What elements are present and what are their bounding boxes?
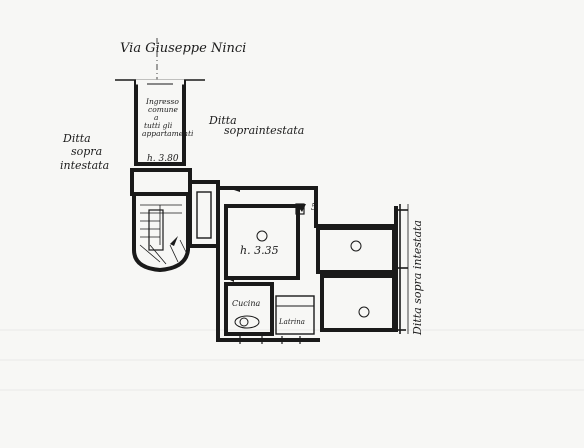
landing [188, 180, 220, 248]
property-boundary [396, 204, 409, 334]
kitchen-label: Cucina [232, 299, 260, 308]
entrance-corridor [134, 79, 186, 166]
door-marks [226, 186, 306, 282]
entrance-label: Ingresso comune a tutti gli appartamenti [142, 97, 194, 138]
entrance-height-label: h. 3.80 [147, 154, 179, 164]
owner-left-label: Ditta sopra intestata [60, 132, 109, 172]
stair-block [130, 168, 192, 273]
apartment-walls [216, 186, 398, 342]
window-ticks [239, 336, 301, 344]
closet-label: Latrina [278, 318, 305, 326]
owner-top-label: Ditta sopraintestata [208, 114, 304, 137]
room-height-label: h. 3.35 [240, 244, 279, 257]
street-label: Via Giuseppe Ninci [120, 41, 246, 56]
paper-texture [0, 329, 584, 391]
owner-right-label: Ditta sopra intestata [411, 220, 424, 336]
sill-mark: 5 [311, 203, 317, 213]
entry-arrow [228, 186, 240, 192]
room-fixtures [234, 230, 370, 329]
